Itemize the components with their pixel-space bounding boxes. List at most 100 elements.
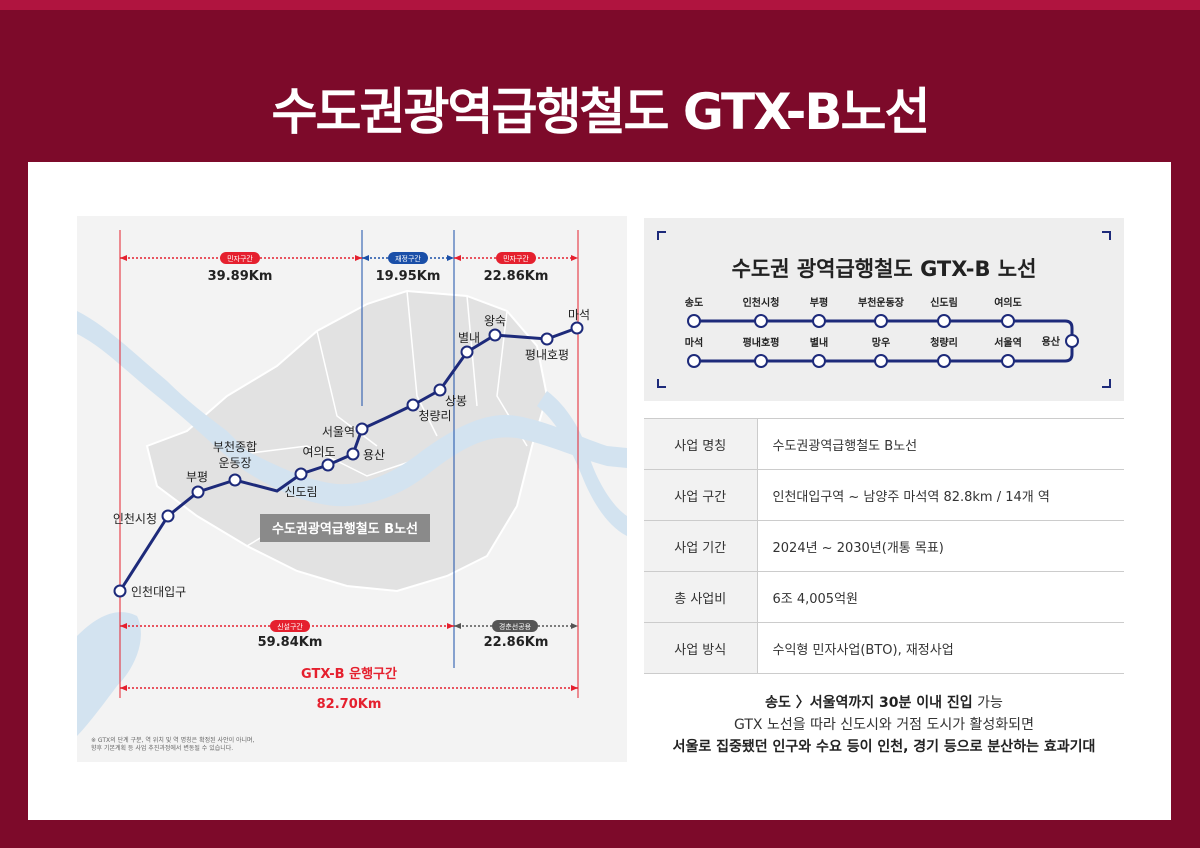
station-marker — [754, 354, 768, 368]
row-label: 사업 기간 — [644, 520, 758, 572]
badge-bottom-2 — [492, 620, 538, 632]
station-marker — [937, 354, 951, 368]
summary-line-3: 서울로 집중됐던 인구와 수요 등이 인천, 경기 등으로 분산하는 효과기대 — [672, 739, 1096, 755]
route-station-label: 평내호평 — [743, 336, 780, 349]
north-river — [537, 391, 627, 536]
station-marker — [228, 473, 242, 487]
arrow-head — [454, 623, 461, 629]
station-label: 인천시청 — [113, 511, 157, 526]
corner-bracket — [657, 379, 666, 388]
station-marker — [321, 458, 335, 472]
station-label: 용산 — [363, 448, 385, 462]
station-marker — [812, 314, 826, 328]
station-marker — [355, 422, 369, 436]
route-diagram-svg: 수도권 광역급행철도 GTX-B 노선 송도 인천시청 부평 부천운동장 신도림… — [657, 231, 1111, 388]
station-labels: 인천대입구 인천시청 부평 부천종합 운동장 신도림 여의도 용산 서울역 청량… — [113, 308, 590, 599]
summary-line-1-rest: 가능 — [972, 695, 1003, 711]
station-label: 왕숙 — [484, 314, 506, 328]
station-marker — [874, 314, 888, 328]
table-row: 사업 구간 인천대입구역 ~ 남양주 마석역 82.8km / 14개 역 — [644, 469, 1124, 521]
station-marker — [191, 485, 205, 499]
station-label: 평내호평 — [525, 348, 569, 362]
gtx-b-route-line — [118, 326, 578, 592]
table-row: 사업 기간 2024년 ~ 2030년(개통 목표) — [644, 520, 1124, 572]
footnote-line-2: 향후 기본계획 등 사업 추진과정에서 변동될 수 있습니다. — [91, 744, 233, 752]
station-label: 운동장 — [218, 456, 251, 470]
station-marker — [937, 314, 951, 328]
station-marker — [294, 467, 308, 481]
summary-line-2: GTX 노선을 따라 신도시와 거점 도시가 활성화되면 — [734, 717, 1034, 733]
station-marker — [161, 509, 175, 523]
route-map: 민자구간 재정구간 민자구간 39.89Km 19.95Km 22.86Km — [77, 216, 627, 762]
station-label: 인천대입구 — [131, 584, 186, 599]
station-marker — [754, 314, 768, 328]
station-marker — [812, 354, 826, 368]
distance-bottom-2: 22.86Km — [484, 635, 549, 650]
distance-top-3: 22.86Km — [484, 269, 549, 284]
badge-top-1 — [220, 252, 260, 264]
route-station-label: 부평 — [810, 296, 828, 309]
table-row: 사업 명칭 수도권광역급행철도 B노선 — [644, 418, 1124, 470]
table-row: 사업 방식 수익형 민자사업(BTO), 재정사업 — [644, 622, 1124, 674]
route-station-label: 송도 — [685, 297, 703, 309]
summary-line-1-bold: 송도 〉서울역까지 30분 이내 진입 — [765, 695, 973, 711]
station-marker — [346, 447, 360, 461]
route-station-label: 신도림 — [930, 296, 958, 309]
distance-top-2: 19.95Km — [376, 269, 441, 284]
row-value: 수도권광역급행철도 B노선 — [772, 438, 918, 454]
station-marker — [687, 314, 701, 328]
badge-bottom-1-text: 신설구간 — [277, 622, 303, 631]
station-marker — [1001, 314, 1015, 328]
distance-top-1: 39.89Km — [208, 269, 273, 284]
arrow-head — [120, 255, 127, 261]
station-marker — [570, 321, 584, 335]
badge-bottom-1 — [270, 620, 310, 632]
badge-top-3 — [496, 252, 536, 264]
route-diagram-title: 수도권 광역급행철도 GTX-B 노선 — [732, 257, 1037, 281]
arrow-head — [571, 623, 578, 629]
station-label: 마석 — [568, 308, 590, 322]
arrow-head — [571, 255, 578, 261]
route-diagram: 수도권 광역급행철도 GTX-B 노선 송도 인천시청 부평 부천운동장 신도림… — [644, 218, 1124, 401]
station-marker — [540, 332, 554, 346]
route-station-label: 마석 — [685, 336, 703, 349]
route-station-label: 인천시청 — [743, 296, 780, 309]
distance-bottom-1: 59.84Km — [258, 635, 323, 650]
arrow-head — [571, 685, 578, 691]
map-label-box — [260, 514, 430, 542]
route-turn-station-label: 용산 — [1042, 335, 1061, 348]
metro-region-shape — [145, 289, 549, 593]
route-station-label: 여의도 — [994, 296, 1022, 309]
station-marker — [433, 383, 447, 397]
footnote-line-1: ※ GTX의 단계 구분, 역 위치 및 역 명칭은 확정된 사안이 아니며, — [91, 736, 255, 744]
route-station-label: 서울역 — [994, 336, 1022, 349]
corner-bracket — [1102, 231, 1111, 240]
station-marker — [113, 584, 127, 598]
corner-bracket — [1102, 379, 1111, 388]
badge-top-2 — [388, 252, 428, 264]
station-label: 서울역 — [322, 425, 355, 439]
arrow-head — [120, 623, 127, 629]
summary-text: 송도 〉서울역까지 30분 이내 진입 가능 GTX 노선을 따라 신도시와 거… — [644, 692, 1124, 758]
table-row: 총 사업비 6조 4,005억원 — [644, 571, 1124, 623]
route-station-label: 별내 — [810, 336, 828, 349]
station-label: 여의도 — [302, 445, 335, 459]
corner-bracket — [657, 231, 666, 240]
page-title: 수도권광역급행철도 GTX-B노선 — [271, 83, 930, 141]
arrow-head — [362, 255, 369, 261]
route-station-label: 부천운동장 — [858, 296, 905, 309]
total-label: GTX-B 운행구간 — [301, 666, 397, 682]
route-bottom-row: 마석 평내호평 별내 망우 청량리 서울역 — [685, 336, 1022, 368]
row-label: 사업 명칭 — [644, 418, 758, 470]
station-label: 상봉 — [445, 394, 467, 408]
station-marker — [687, 354, 701, 368]
station-marker — [488, 328, 502, 342]
row-value: 6조 4,005억원 — [772, 591, 859, 607]
station-label: 청량리 — [418, 409, 451, 423]
southwest-river — [77, 612, 141, 736]
station-label: 부천종합 — [213, 439, 257, 454]
row-value: 인천대입구역 ~ 남양주 마석역 82.8km / 14개 역 — [772, 489, 1050, 505]
station-label: 신도림 — [284, 485, 317, 499]
arrow-head — [355, 255, 362, 261]
summary-line-1: 송도 〉서울역까지 30분 이내 진입 가능 — [644, 692, 1124, 714]
